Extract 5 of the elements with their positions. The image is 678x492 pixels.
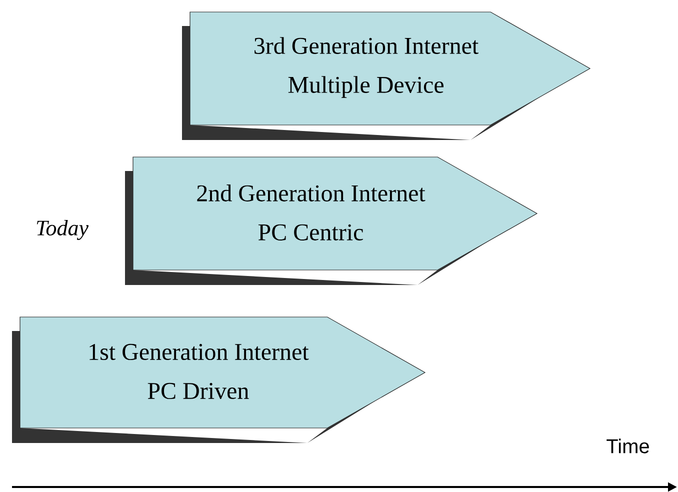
arrow-box: 3rd Generation Internet Multiple Device	[182, 12, 591, 140]
side-label: Today	[36, 220, 89, 240]
arrow-box: 2nd Generation Internet PC Centric	[125, 156, 538, 285]
axis-label: Time	[606, 438, 649, 454]
arrow-box: 1st Generation Internet PC Driven	[12, 316, 426, 443]
